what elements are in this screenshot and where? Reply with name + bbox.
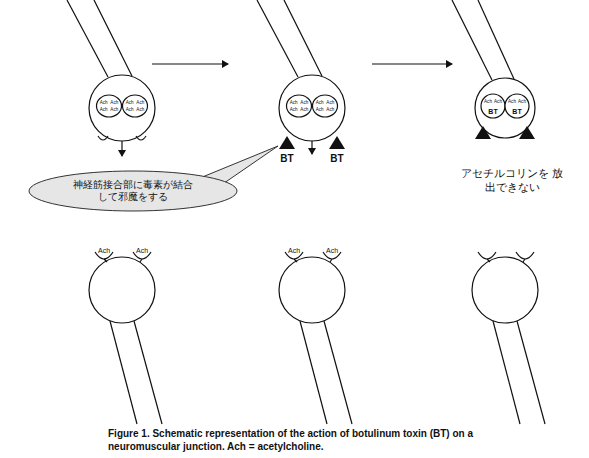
vesicle-label: Ach — [100, 100, 108, 105]
receptor-label: Ach — [288, 247, 300, 254]
vesicle-label: Ach — [494, 100, 502, 105]
vesicle-label: Ach — [518, 100, 526, 105]
vesicle-label: Ach — [316, 100, 324, 105]
receptor-label: Ach — [136, 247, 148, 254]
callout-text: 神経筋接合部に毒素が結合 して邪魔をする — [72, 179, 194, 204]
receptor-label: Ach — [326, 247, 338, 254]
toxin-label: BT — [280, 154, 293, 164]
toxin-label: BT — [488, 108, 497, 115]
vesicle-label: Ach — [100, 107, 108, 112]
vesicle-label: Ach — [290, 100, 298, 105]
vesicle-label: Ach — [326, 100, 334, 105]
vesicle-label: Ach — [300, 107, 308, 112]
vesicle-label: Ach — [290, 107, 298, 112]
vesicle-label: Ach — [110, 107, 118, 112]
vesicle-label: Ach — [136, 100, 144, 105]
vesicle-label: Ach — [126, 100, 134, 105]
figure-caption: Figure 1. Schematic representation of th… — [108, 428, 508, 453]
vesicle-label: Ach — [136, 107, 144, 112]
vesicle-label: Ach — [508, 100, 516, 105]
vesicle-label: Ach — [110, 100, 118, 105]
vesicle-label: Ach — [126, 107, 134, 112]
annotation-text: アセチルコリンを 放出できない — [457, 166, 567, 195]
receptor-label: Ach — [98, 247, 110, 254]
vesicle-label: Ach — [484, 100, 492, 105]
callout-bubble: 神経筋接合部に毒素が結合 して邪魔をする — [28, 170, 238, 212]
vesicle-label: Ach — [326, 107, 334, 112]
toxin-label: BT — [512, 108, 521, 115]
toxin-label: BT — [330, 154, 343, 164]
vesicle-label: Ach — [300, 100, 308, 105]
vesicle-label: Ach — [316, 107, 324, 112]
